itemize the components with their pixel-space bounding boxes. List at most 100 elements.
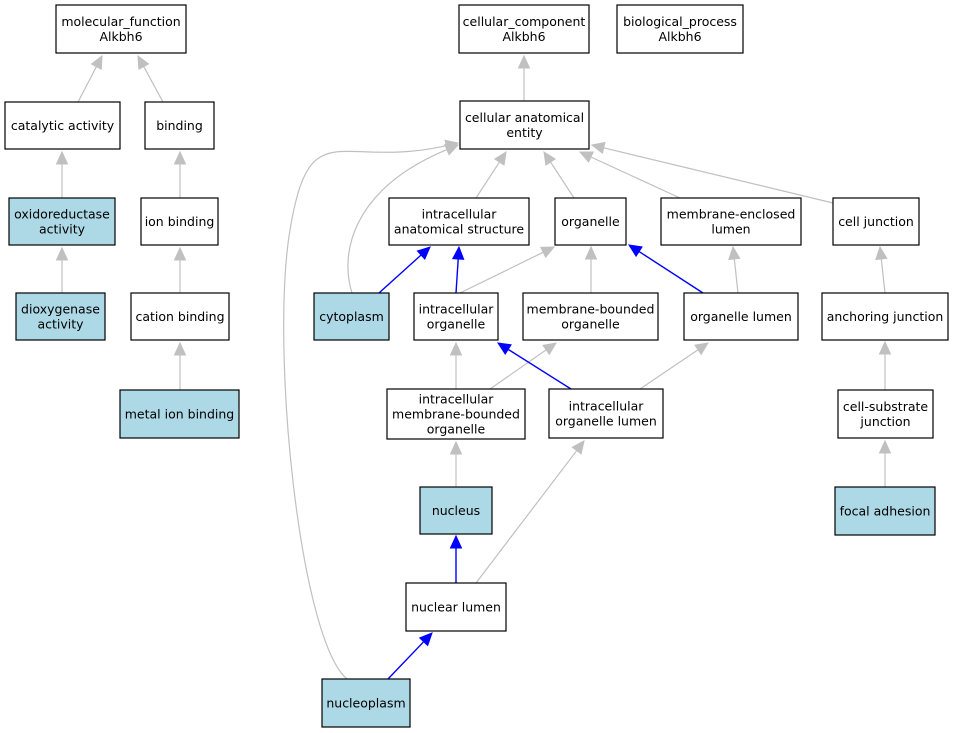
edge-membrane_bounded_organelle-to-organelle	[584, 245, 598, 293]
node-label-line: nuclear lumen	[411, 600, 501, 615]
node-nucleoplasm[interactable]: nucleoplasm	[321, 678, 411, 728]
edge-intracellular_organelle_lumen-to-organelle_lumen	[639, 342, 709, 390]
node-box	[386, 388, 526, 440]
node-label-line: intracellular	[419, 392, 495, 407]
node-organelle[interactable]: organelle	[554, 197, 627, 246]
edge-nuclear_lumen-to-nucleus	[449, 534, 463, 583]
edge-arrowhead	[875, 245, 888, 261]
node-box	[554, 197, 627, 246]
node-label-line: organelle lumen	[690, 309, 792, 324]
node-box	[313, 292, 390, 341]
edge-line	[378, 254, 422, 294]
edge-binding-to-molecular_function	[137, 54, 164, 103]
node-label-line: lumen	[711, 222, 750, 237]
edge-line	[459, 251, 544, 294]
edge-intracellular_anatomical_structure-to-cellular_anatomical_entity	[475, 150, 507, 199]
edge-line	[475, 161, 500, 199]
edge-membrane_enclosed_lumen-to-cellular_anatomical_entity	[578, 151, 681, 199]
edge-cell_junction-to-cellular_anatomical_entity	[590, 141, 834, 204]
node-label-line: cellular_component	[463, 14, 586, 29]
node-label-line: organelle	[427, 317, 486, 332]
edge-cytoplasm-to-intracellular_anatomical_structure	[378, 246, 431, 294]
edge-line	[603, 147, 834, 204]
node-label-line: cell junction	[838, 214, 914, 229]
edge-arrowhead	[55, 246, 69, 261]
edge-arrowhead	[173, 341, 187, 356]
edge-line	[733, 258, 739, 294]
node-label-line: biological_process	[623, 14, 737, 29]
node-label-line: organelle	[561, 317, 620, 332]
node-label-line: oxidoreductase	[14, 207, 110, 222]
node-label-line: focal adhesion	[840, 504, 931, 519]
edges-layer	[55, 54, 892, 680]
node-label-line: molecular_function	[61, 14, 180, 29]
node-label-line: entity	[506, 125, 543, 140]
node-label-line: activity	[37, 317, 84, 332]
node-anchoring-junction[interactable]: anchoring junction	[821, 292, 949, 341]
node-ion-binding[interactable]: ion binding	[140, 197, 219, 246]
edge-arrowhead	[584, 245, 598, 260]
node-label-line: binding	[156, 118, 203, 133]
node-focal-adhesion[interactable]: focal adhesion	[834, 486, 936, 536]
edge-anchoring_junction-to-cell_junction	[875, 245, 888, 294]
node-box	[8, 197, 116, 246]
node-box	[616, 4, 744, 54]
node-box	[130, 292, 230, 341]
node-label-line: Alkbh6	[502, 29, 545, 44]
edge-arrowhead	[878, 340, 892, 355]
node-box	[458, 4, 590, 54]
edge-arrowhead	[878, 439, 892, 454]
edge-arrowhead	[728, 245, 741, 261]
edge-intracellular_organelle-to-organelle	[459, 246, 556, 294]
edge-arrowhead	[444, 139, 460, 152]
node-label-line: catalytic activity	[11, 118, 115, 133]
node-metal-ion-binding[interactable]: metal ion binding	[119, 389, 240, 439]
edge-arrowhead	[173, 246, 187, 261]
node-label-line: membrane-enclosed	[667, 207, 796, 222]
node-label-line: intracellular	[419, 302, 495, 317]
node-box	[837, 389, 934, 439]
node-cell-junction[interactable]: cell junction	[832, 197, 920, 246]
node-box	[683, 292, 799, 341]
node-cation-binding[interactable]: cation binding	[130, 292, 230, 341]
node-cytoplasm[interactable]: cytoplasm	[313, 292, 390, 341]
edge-arrowhead	[543, 150, 557, 166]
edge-line	[455, 258, 459, 294]
edge-line	[639, 349, 699, 390]
edge-dioxygenase_activity-to-oxidoreductase_activity	[55, 246, 69, 293]
node-label-line: dioxygenase	[21, 302, 100, 317]
edge-focal_adhesion-to-cell_substrate_junction	[878, 439, 892, 487]
node-label-line: membrane-bounded	[527, 302, 655, 317]
node-label-line: anatomical structure	[394, 222, 524, 237]
edge-line	[550, 161, 575, 199]
edge-nuclear_lumen-to-intracellular_organelle_lumen	[475, 440, 585, 584]
node-nuclear-lumen[interactable]: nuclear lumen	[405, 582, 507, 632]
node-nucleus[interactable]: nucleus	[419, 486, 493, 535]
node-label-line: anchoring junction	[827, 309, 944, 324]
node-catalytic-activity[interactable]: catalytic activity	[4, 101, 121, 150]
node-label-line: activity	[39, 222, 86, 237]
node-label-line: intracellular	[569, 399, 645, 414]
edge-cell_substrate_junction-to-anchoring_junction	[878, 340, 892, 390]
edge-arrowhead	[517, 54, 531, 69]
edge-organelle_lumen-to-membrane_enclosed_lumen	[728, 245, 741, 294]
edge-line	[880, 258, 886, 294]
edge-arrowhead	[542, 342, 557, 356]
node-label-line: nucleus	[432, 503, 480, 518]
node-binding[interactable]: binding	[144, 101, 215, 150]
node-organelle-lumen[interactable]: organelle lumen	[683, 292, 799, 341]
